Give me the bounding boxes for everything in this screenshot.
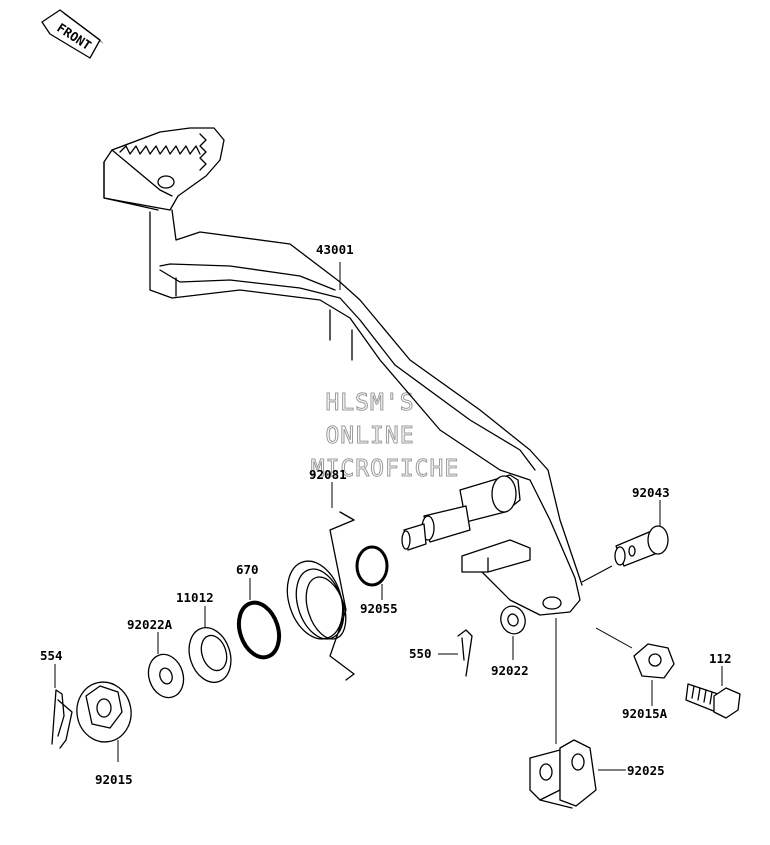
r-clip-drawing [51, 664, 73, 749]
watermark-line-3: MICROFICHE [311, 456, 459, 482]
watermark: HLSM'S ONLINE MICROFICHE [310, 390, 459, 483]
cotter-pin-drawing [438, 629, 473, 677]
label-92015A: 92015A [622, 706, 668, 721]
hex-nut-drawing [595, 627, 675, 706]
part-labels: 43001 92081 92043 92055 670 11012 92022A… [40, 242, 732, 787]
label-92022A: 92022A [127, 617, 173, 632]
watermark-line-1: HLSM'S [325, 390, 414, 416]
label-92025: 92025 [627, 763, 665, 778]
front-arrow-icon: FRONT [41, 9, 104, 59]
label-112: 112 [709, 651, 732, 666]
return-spring-drawing [286, 482, 355, 681]
watermark-line-2: ONLINE [325, 423, 414, 449]
label-11012: 11012 [176, 590, 214, 605]
label-670: 670 [236, 562, 259, 577]
brake-pedal-drawing [103, 127, 583, 616]
label-43001: 43001 [316, 242, 354, 257]
label-554: 554 [40, 648, 63, 663]
washer-small-drawing [500, 605, 526, 660]
clevis-bracket-drawing [529, 618, 626, 809]
label-92043: 92043 [632, 485, 670, 500]
label-92022: 92022 [491, 663, 529, 678]
washer-large-drawing [147, 632, 185, 699]
o-ring-drawing [355, 545, 389, 587]
label-92055: 92055 [360, 601, 398, 616]
o-ring-large-drawing [236, 600, 282, 660]
label-550: 550 [409, 646, 432, 661]
clevis-pin-drawing [581, 500, 669, 583]
cap-seal-drawing [188, 606, 232, 683]
flange-nut-drawing [76, 681, 132, 762]
hex-bolt-drawing [685, 666, 741, 719]
label-92015: 92015 [95, 772, 133, 787]
label-92081: 92081 [309, 467, 347, 482]
